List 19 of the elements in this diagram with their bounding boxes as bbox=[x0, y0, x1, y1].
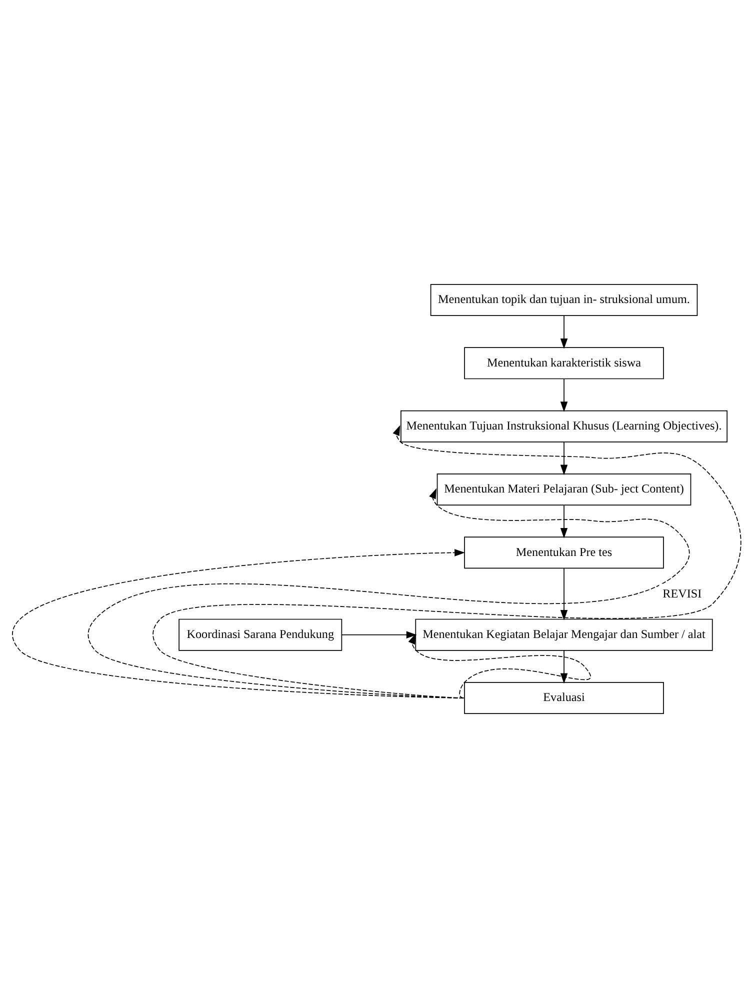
arrow bbox=[560, 442, 568, 476]
arrow bbox=[12, 549, 465, 698]
arrow bbox=[152, 425, 742, 698]
node-box: Menentukan Pre tes bbox=[464, 536, 664, 569]
node-box: Menentukan Kegiatan Belajar Mengajar dan Sumber / alat bbox=[415, 618, 713, 651]
node-box: Koordinasi Sarana Pendukung bbox=[178, 618, 342, 651]
arrow bbox=[560, 315, 568, 349]
arrow bbox=[560, 378, 568, 412]
node-box: Menentukan Materi Pelajaran (Sub- ject Content) bbox=[436, 473, 692, 506]
node-box: Menentukan karakteristik siswa bbox=[464, 347, 664, 380]
arrow bbox=[560, 504, 568, 538]
arrow bbox=[408, 634, 591, 698]
edge-label: REVISI bbox=[662, 586, 702, 600]
arrow bbox=[341, 631, 417, 638]
node-box: Menentukan Tujuan Instruksional Khusus (Learning Objectives). bbox=[400, 410, 728, 442]
arrow bbox=[88, 488, 690, 698]
node-box: Evaluasi bbox=[464, 682, 664, 714]
arrow bbox=[560, 568, 568, 620]
node-box: Menentukan topik dan tujuan in- struksional umum. bbox=[430, 284, 698, 316]
